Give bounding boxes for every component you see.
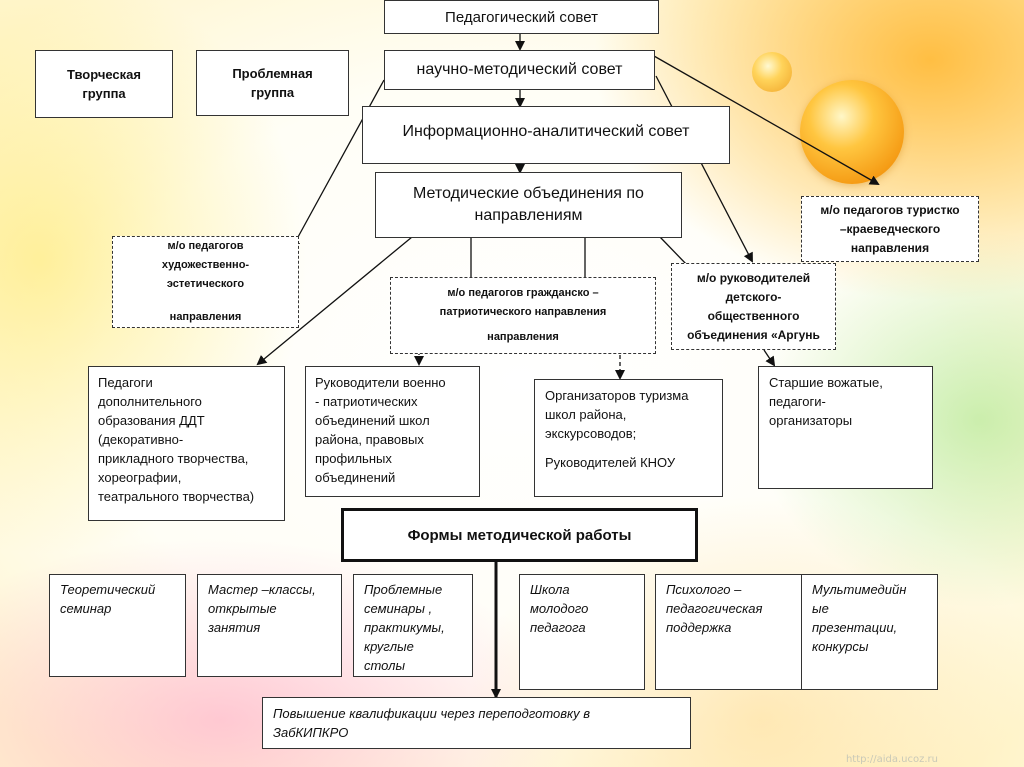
node-rukov-voen: Руководители военно - патриотических объ… (305, 366, 480, 497)
node-mo-hud-line-2: художественно- (161, 259, 250, 271)
node-pedagogi-line-3: образования ДДТ (98, 413, 205, 428)
node-mo-hud-line-1: м/о педагогов (167, 240, 244, 252)
node-pedagogi-line-5: прикладного творчества, (98, 451, 249, 466)
node-pedagogi-line-7: театрального творчества) (98, 489, 255, 504)
arrow-rukov-to-starshie (763, 349, 776, 367)
form-box-2: Мастер –классы, открытые занятия (197, 574, 342, 677)
form-6-line-4: конкурсы (812, 639, 869, 654)
node-mo-hud-line-3: эстетического (166, 278, 245, 290)
node-mo-turist-line-1: м/о педагогов туристко (820, 202, 960, 217)
node-nauchno-label: научно-методический совет (416, 61, 623, 78)
form-1-line-1: Теоретический (60, 582, 156, 597)
node-tvorch-line-1: Творческая (67, 67, 141, 82)
node-rukov-voen-line-2: - патриотических (315, 394, 418, 409)
node-metod-line-2: направлениям (474, 207, 583, 224)
node-starshie-line-1: Старшие вожатые, (769, 375, 883, 390)
node-mo-turist-line-3: направления (850, 240, 930, 255)
node-mo-hud-line-5: направления (169, 311, 242, 323)
form-2-line-1: Мастер –классы, (208, 582, 316, 597)
node-organiz-line-2: школ района, (545, 407, 627, 422)
decorative-small-orange-sphere (752, 52, 792, 92)
node-inform-analit: Информационно-аналитический совет (362, 106, 730, 164)
form-6-line-3: презентации, (812, 620, 898, 635)
node-starshie-line-2: педагоги- (769, 394, 826, 409)
form-5-line-1: Психолого – (666, 582, 742, 597)
node-mo-rukov-line-3: общественного (707, 308, 800, 323)
node-nauchno-metod: научно-методический совет (384, 50, 655, 90)
node-mo-rukov: м/о руководителей детского- общественног… (671, 263, 836, 350)
form-5-line-2: педагогическая (666, 601, 763, 616)
node-mo-rukov-line-2: детского- (725, 289, 782, 304)
node-inform-label: Информационно-аналитический совет (402, 123, 690, 140)
node-starshie-line-3: организаторы (769, 413, 853, 428)
node-organizatory: Организаторов туризма школ района, экску… (534, 379, 723, 497)
node-rukov-voen-line-4: района, правовых (315, 432, 424, 447)
node-povyshenie-line-1: Повышение квалификации через переподгото… (273, 706, 591, 721)
node-organiz-line-4 (545, 443, 712, 453)
node-povyshenie-line-2: ЗабКИПКРО (273, 725, 349, 740)
form-3-line-3: практикумы, (364, 620, 445, 635)
form-box-4: Школа молодого педагога (519, 574, 645, 690)
form-4-line-1: Школа (530, 582, 570, 597)
form-3-line-5: столы (364, 658, 406, 673)
form-4-line-2: молодого (530, 601, 589, 616)
form-6-line-1: Мультимедийн (812, 582, 907, 597)
decorative-large-orange-sphere (800, 80, 904, 184)
node-mo-grazh-line-4: направления (487, 331, 559, 343)
node-ped-sovet: Педагогический совет (384, 0, 659, 34)
node-formy-header: Формы методической работы (341, 508, 698, 562)
form-box-5: Психолого – педагогическая поддержка (655, 574, 802, 690)
node-organiz-line-5: Руководителей КНОУ (545, 455, 676, 470)
node-ped-sovet-label: Педагогический совет (445, 8, 598, 26)
node-metod-line-1: Методические объединения по (413, 185, 644, 202)
node-starshie: Старшие вожатые, педагоги- организаторы (758, 366, 933, 489)
node-rukov-voen-line-3: объединений школ (315, 413, 430, 428)
watermark: http://aida.ucoz.ru (845, 754, 938, 765)
node-tvorch-group: Творческая группа (35, 50, 173, 118)
node-pedagogi-line-2: дополнительного (98, 394, 202, 409)
form-box-6: Мультимедийн ые презентации, конкурсы (801, 574, 938, 690)
node-mo-rukov-line-4: объединения «Аргунь (687, 327, 820, 342)
form-2-line-2: открытые (208, 601, 277, 616)
line-metod-to-rukov (659, 236, 689, 267)
form-3-line-2: семинары , (364, 601, 433, 616)
node-problem-group: Проблемная группа (196, 50, 349, 116)
form-3-line-1: Проблемные (364, 582, 443, 597)
node-tvorch-line-2: группа (82, 86, 126, 101)
node-mo-rukov-line-1: м/о руководителей (696, 270, 811, 285)
node-metod-obed: Методические объединения по направлениям (375, 172, 682, 238)
node-mo-grazh-line-2: патриотического направления (439, 306, 607, 318)
node-povyshenie: Повышение квалификации через переподгото… (262, 697, 691, 749)
node-problem-line-2: группа (250, 85, 295, 100)
node-organiz-line-1: Организаторов туризма (545, 388, 689, 403)
form-2-line-3: занятия (208, 620, 261, 635)
node-mo-turist-line-2: –краеведческого (839, 221, 941, 236)
form-3-line-4: круглые (364, 639, 414, 654)
form-box-1: Теоретический семинар (49, 574, 186, 677)
form-5-line-3: поддержка (666, 620, 732, 635)
node-rukov-voen-line-6: объединений (315, 470, 396, 485)
node-formy-label: Формы методической работы (407, 526, 632, 544)
form-6-line-2: ые (812, 601, 829, 616)
node-mo-grazh: м/о педагогов гражданско – патриотическо… (390, 277, 656, 354)
form-1-line-2: семинар (60, 601, 112, 616)
node-rukov-voen-line-1: Руководители военно (315, 375, 446, 390)
node-rukov-voen-line-5: профильных (315, 451, 392, 466)
node-pedagogi-dop: Педагоги дополнительного образования ДДТ… (88, 366, 285, 521)
node-pedagogi-line-4: (декоративно- (98, 432, 184, 447)
node-pedagogi-line-6: хореографии, (98, 470, 182, 485)
node-pedagogi-line-1: Педагоги (98, 375, 153, 390)
node-organiz-line-3: экскурсоводов; (545, 426, 637, 441)
node-problem-line-1: Проблемная (232, 66, 313, 81)
node-mo-grazh-line-1: м/о педагогов гражданско – (447, 287, 599, 299)
form-4-line-3: педагога (530, 620, 586, 635)
node-mo-hud: м/о педагогов художественно- эстетическо… (112, 236, 299, 328)
node-mo-turist: м/о педагогов туристко –краеведческого н… (801, 196, 979, 262)
form-box-3: Проблемные семинары , практикумы, круглы… (353, 574, 473, 677)
